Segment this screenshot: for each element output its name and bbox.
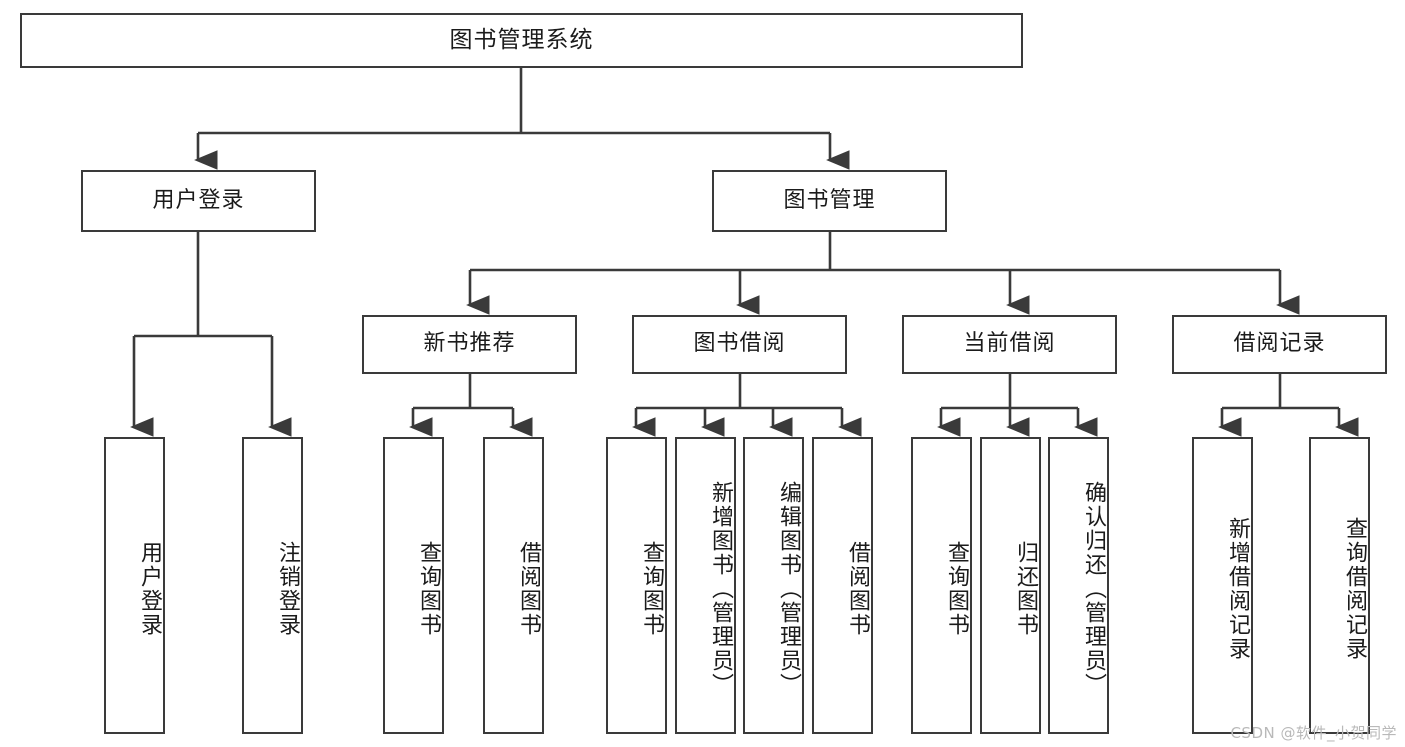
node-label: 图书借阅 <box>693 331 786 357</box>
leaf-rec-query[interactable]: 查询图书 <box>383 437 444 734</box>
leaf-borrow-query[interactable]: 查询图书 <box>606 437 667 734</box>
leaf-borrow-add[interactable]: 新增图书（管理员） <box>675 437 736 734</box>
leaf-borrow-edit[interactable]: 编辑图书（管理员） <box>743 437 804 734</box>
node-label: 查询图书 <box>944 540 969 637</box>
leaf-cur-confirm[interactable]: 确认归还（管理员） <box>1048 437 1109 734</box>
leaf-cur-return[interactable]: 归还图书 <box>980 437 1041 734</box>
node-label: 编辑图书（管理员） <box>776 480 801 697</box>
node-label: 借阅记录 <box>1233 331 1326 357</box>
node-label: 新增图书（管理员） <box>708 480 733 697</box>
node-label: 归还图书 <box>1013 540 1038 637</box>
node-label: 新增借阅记录 <box>1225 516 1250 661</box>
leaf-user-login[interactable]: 用户登录 <box>104 437 165 734</box>
leaf-cur-query[interactable]: 查询图书 <box>911 437 972 734</box>
node-label: 用户登录 <box>137 540 162 637</box>
node-label: 查询借阅记录 <box>1342 516 1367 661</box>
node-new-book-rec[interactable]: 新书推荐 <box>362 315 577 374</box>
node-label: 图书管理系统 <box>449 26 594 53</box>
leaf-user-logout[interactable]: 注销登录 <box>242 437 303 734</box>
node-current-borrow[interactable]: 当前借阅 <box>902 315 1117 374</box>
node-label: 用户登录 <box>152 187 245 213</box>
leaf-borrow-lend[interactable]: 借阅图书 <box>812 437 873 734</box>
leaf-rec-search[interactable]: 查询借阅记录 <box>1309 437 1370 734</box>
node-root-system[interactable]: 图书管理系统 <box>20 13 1023 68</box>
node-book-borrow[interactable]: 图书借阅 <box>632 315 847 374</box>
leaf-rec-borrow[interactable]: 借阅图书 <box>483 437 544 734</box>
node-label: 查询图书 <box>416 540 441 637</box>
node-label: 注销登录 <box>275 540 300 637</box>
node-label: 图书管理 <box>783 187 876 213</box>
node-book-manage[interactable]: 图书管理 <box>712 170 947 232</box>
watermark-text: CSDN @软件_小贺同学 <box>1230 724 1397 742</box>
node-label: 确认归还（管理员） <box>1081 480 1106 697</box>
node-label: 借阅图书 <box>845 540 870 637</box>
leaf-rec-add[interactable]: 新增借阅记录 <box>1192 437 1253 734</box>
node-label: 新书推荐 <box>423 331 516 357</box>
node-borrow-record[interactable]: 借阅记录 <box>1172 315 1387 374</box>
node-label: 借阅图书 <box>516 540 541 637</box>
node-label: 查询图书 <box>639 540 664 637</box>
node-user-login[interactable]: 用户登录 <box>81 170 316 232</box>
node-label: 当前借阅 <box>963 331 1056 357</box>
